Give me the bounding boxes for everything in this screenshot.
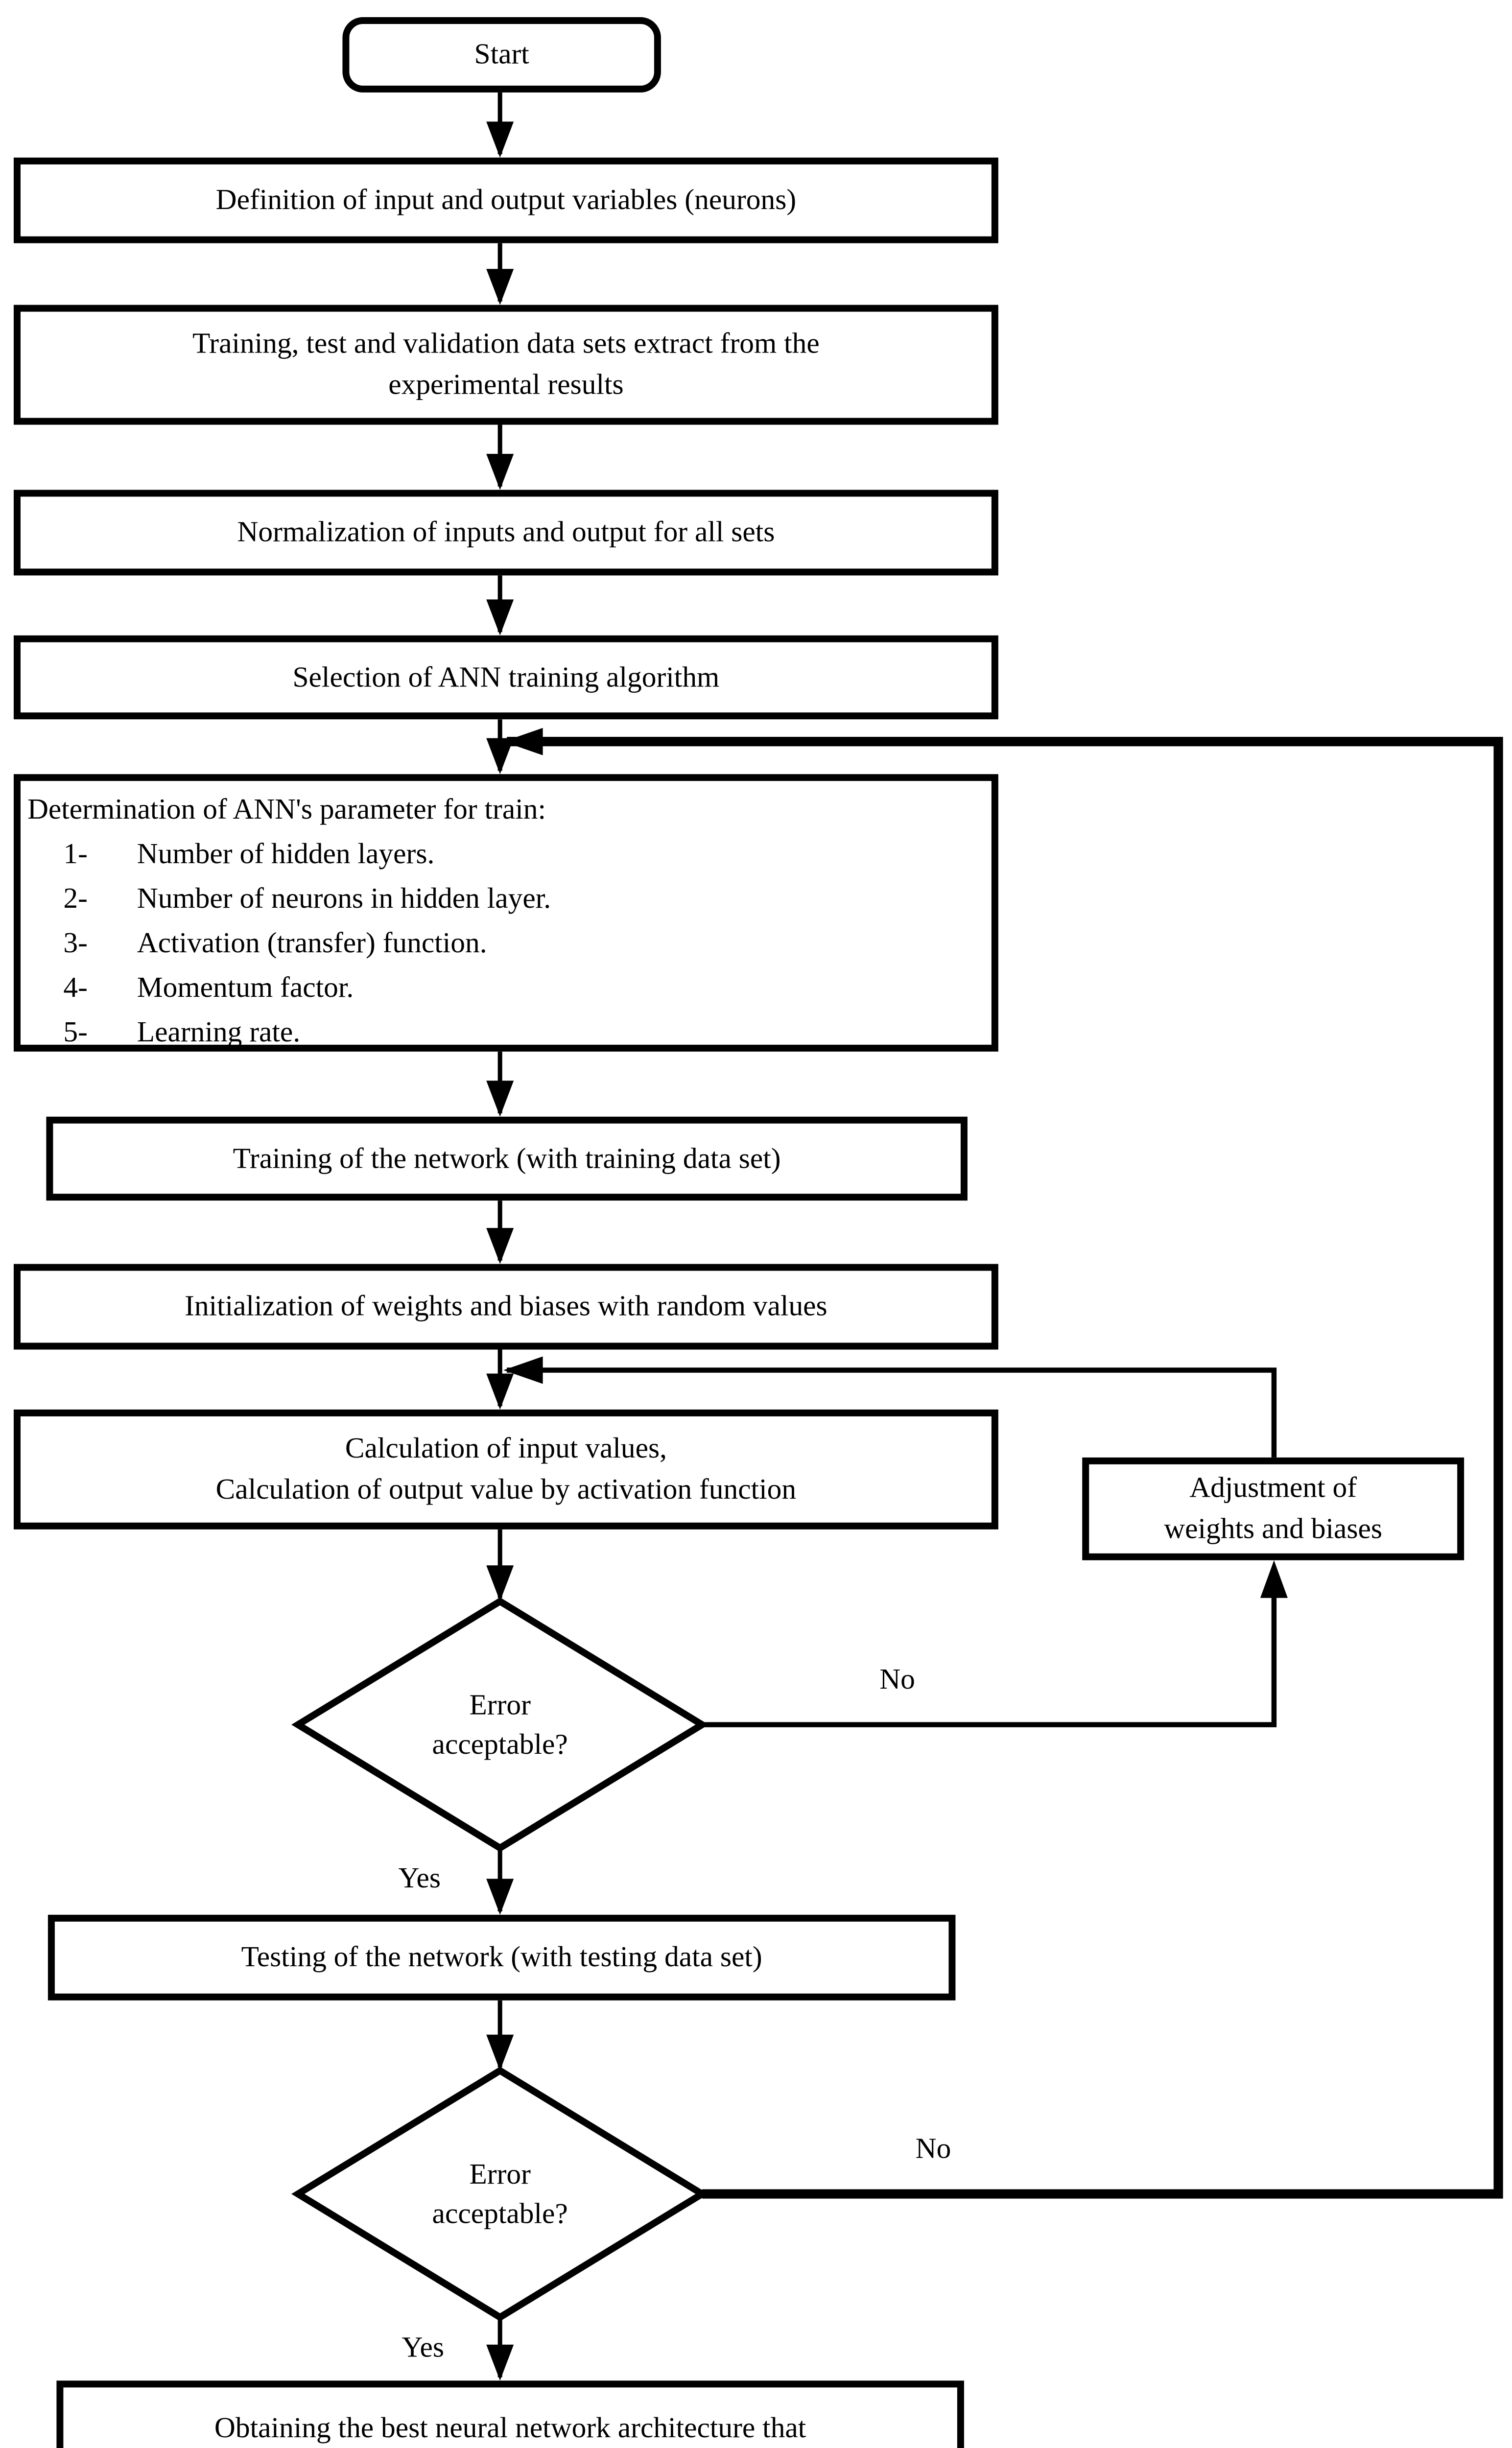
determination-item-3: 3- Activation (transfer) function. — [27, 921, 487, 966]
node-adjustment: Adjustment of weights and biases — [1082, 1457, 1465, 1560]
arrowhead-into-obtaining — [486, 2344, 514, 2381]
decision2-diamond-shape — [291, 2067, 709, 2322]
determination-item-1-num: 1- — [63, 837, 88, 871]
determination-item-5-num: 5- — [63, 1015, 88, 1048]
arrowhead-into-initialization — [486, 1228, 514, 1264]
node-datasets-line1: Training, test and validation data sets … — [192, 327, 820, 360]
node-initialization: Initialization of weights and biases wit… — [13, 1264, 998, 1350]
decision1-label: Error acceptable? — [363, 1685, 637, 1764]
arrowhead-into-testing — [486, 1879, 514, 1915]
arrowhead-up-into-adjustment — [1260, 1560, 1288, 1598]
node-determination-heading: Determination of ANN's parameter for tra… — [27, 793, 546, 826]
determination-item-1-text: Number of hidden layers. — [137, 837, 435, 871]
determination-item-4: 4- Momentum factor. — [27, 966, 354, 1011]
edge-decision1-no — [702, 1593, 1277, 1727]
decision1-line1: Error — [469, 1689, 531, 1721]
edge-label-no-2: No — [915, 2132, 951, 2165]
determination-item-3-num: 3- — [63, 926, 88, 959]
determination-item-2-text: Number of neurons in hidden layer. — [137, 882, 551, 915]
node-selection: Selection of ANN training algorithm — [13, 635, 998, 720]
node-adjustment-line1: Adjustment of — [1189, 1471, 1357, 1504]
determination-item-3-text: Activation (transfer) function. — [137, 926, 487, 959]
determination-item-1: 1- Number of hidden layers. — [27, 832, 434, 877]
node-adjustment-line2: weights and biases — [1164, 1512, 1383, 1545]
node-training: Training of the network (with training d… — [46, 1116, 968, 1201]
node-definition-label: Definition of input and output variables… — [215, 183, 797, 216]
arrowhead-into-decision2 — [486, 2034, 514, 2071]
node-obtaining-line1: Obtaining the best neural network archit… — [214, 2411, 806, 2444]
node-obtaining: Obtaining the best neural network archit… — [56, 2380, 964, 2448]
determination-item-5-text: Learning rate. — [137, 1015, 301, 1048]
node-normalization-label: Normalization of inputs and output for a… — [237, 515, 775, 548]
edge-decision2-no-loop — [507, 737, 1503, 2199]
arrowhead-into-normalization — [486, 453, 514, 490]
decision2-line2: acceptable? — [432, 2197, 568, 2230]
edge-adjustment-loop — [507, 1367, 1277, 1458]
determination-item-2: 2- Number of neurons in hidden layer. — [27, 877, 551, 921]
node-testing: Testing of the network (with testing dat… — [47, 1914, 956, 2001]
decision2-label: Error acceptable? — [363, 2155, 637, 2234]
arrowhead-into-datasets — [486, 269, 514, 305]
node-testing-label: Testing of the network (with testing dat… — [241, 1940, 762, 1973]
decision2-line1: Error — [469, 2158, 531, 2191]
node-start-label: Start — [474, 37, 529, 71]
arrowhead-into-training — [486, 1081, 514, 1117]
arrowhead-left-into-calculation — [503, 1356, 543, 1384]
node-training-label: Training of the network (with training d… — [233, 1141, 781, 1174]
node-determination: Determination of ANN's parameter for tra… — [13, 774, 998, 1055]
determination-item-4-num: 4- — [63, 971, 88, 1004]
arrowhead-into-selection — [486, 599, 514, 636]
decision1-diamond-shape — [291, 1597, 709, 1852]
node-datasets: Training, test and validation data sets … — [13, 305, 998, 425]
determination-item-5: 5- Learning rate. — [27, 1011, 300, 1055]
node-selection-label: Selection of ANN training algorithm — [292, 660, 720, 693]
edge-label-yes-2: Yes — [402, 2330, 445, 2364]
edge-label-yes-1: Yes — [398, 1861, 441, 1894]
node-initialization-label: Initialization of weights and biases wit… — [185, 1290, 827, 1322]
determination-item-4-text: Momentum factor. — [137, 971, 354, 1004]
arrowhead-into-determination — [486, 738, 514, 775]
node-normalization: Normalization of inputs and output for a… — [13, 490, 998, 576]
node-start: Start — [342, 17, 661, 93]
node-calculation-line1: Calculation of input values, — [345, 1432, 667, 1464]
node-datasets-line2: experimental results — [388, 368, 624, 401]
edge-label-no-1: No — [879, 1663, 915, 1696]
arrowhead-into-calculation — [486, 1373, 514, 1410]
determination-item-2-num: 2- — [63, 882, 88, 915]
decision1-line2: acceptable? — [432, 1728, 568, 1761]
node-definition: Definition of input and output variables… — [13, 157, 998, 243]
arrowhead-left-into-determination — [503, 728, 543, 755]
node-calculation: Calculation of input values, Calculation… — [13, 1409, 998, 1530]
arrowhead-into-decision1 — [486, 1565, 514, 1601]
node-calculation-line2: Calculation of output value by activatio… — [215, 1473, 797, 1506]
arrowhead-into-definition — [486, 121, 514, 158]
